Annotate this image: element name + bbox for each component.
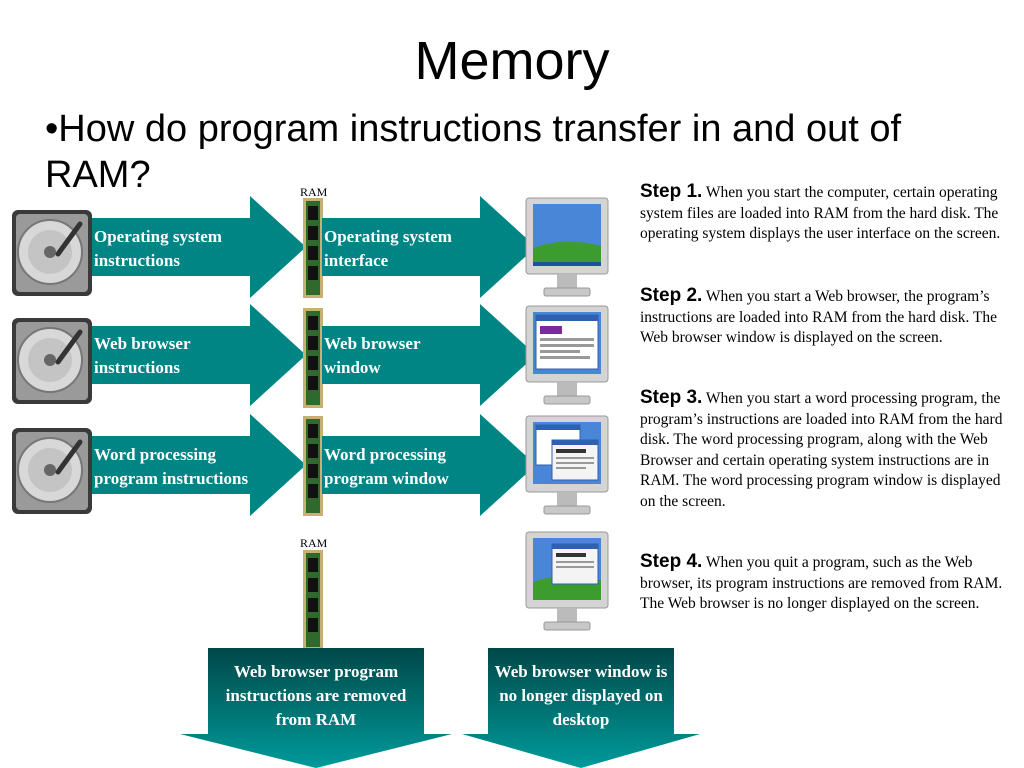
removed-down-arrow bbox=[180, 648, 452, 768]
load-arrow bbox=[92, 414, 306, 516]
hard-disk-icon bbox=[8, 312, 98, 408]
hard-disk-icon bbox=[8, 204, 98, 300]
step-2: Step 2. When you start a Web browser, th… bbox=[640, 285, 1012, 349]
monitor-icon bbox=[524, 530, 610, 639]
arrow-label-os-interface: Operating system interface bbox=[324, 227, 452, 270]
no-longer-displayed-label: Web browser window is no longer displaye… bbox=[494, 662, 668, 729]
step-1-heading: Step 1. bbox=[640, 181, 703, 202]
ram-module-icon bbox=[302, 198, 324, 303]
not-displayed-down-arrow bbox=[462, 648, 700, 768]
monitor-icon bbox=[524, 196, 610, 305]
load-arrow bbox=[92, 304, 306, 406]
step-3-heading: Step 3. bbox=[640, 387, 703, 408]
display-arrow bbox=[322, 414, 536, 516]
removed-from-ram-label: Web browser program instructions are rem… bbox=[225, 662, 407, 729]
step-1: Step 1. When you start the computer, cer… bbox=[640, 181, 1012, 245]
ram-label: RAM bbox=[300, 536, 328, 550]
step-4-heading: Step 4. bbox=[640, 551, 703, 572]
ram-label: RAM bbox=[300, 185, 328, 199]
arrow-label-wordproc-instructions: Word processing program instructions bbox=[94, 445, 249, 488]
slide-title: Memory bbox=[414, 31, 610, 91]
monitor-icon bbox=[524, 304, 610, 413]
step-4-text: When you quit a program, such as the Web… bbox=[640, 554, 1003, 612]
load-arrow bbox=[92, 196, 306, 298]
step-2-text: When you start a Web browser, the progra… bbox=[640, 288, 998, 346]
display-arrow bbox=[322, 304, 536, 406]
step-2-heading: Step 2. bbox=[640, 285, 703, 306]
step-1-text: When you start the computer, certain ope… bbox=[640, 184, 1001, 242]
ram-module-icon bbox=[302, 550, 324, 655]
display-arrow bbox=[322, 196, 536, 298]
arrow-label-browser-instructions: Web browser instructions bbox=[94, 334, 191, 377]
step-4: Step 4. When you quit a program, such as… bbox=[640, 551, 1012, 615]
arrow-label-os-instructions: Operating system instructions bbox=[94, 227, 222, 270]
slide-subtitle: •How do program instructions transfer in… bbox=[45, 108, 902, 196]
arrow-label-wordproc-window: Word processing program window bbox=[324, 445, 449, 488]
ram-module-icon bbox=[302, 416, 324, 521]
hard-disk-icon bbox=[8, 422, 98, 518]
arrow-label-browser-window: Web browser window bbox=[324, 334, 421, 377]
ram-module-icon bbox=[302, 308, 324, 413]
step-3: Step 3. When you start a word processing… bbox=[640, 387, 1012, 512]
monitor-icon bbox=[524, 414, 610, 523]
step-3-text: When you start a word processing program… bbox=[640, 390, 1003, 510]
